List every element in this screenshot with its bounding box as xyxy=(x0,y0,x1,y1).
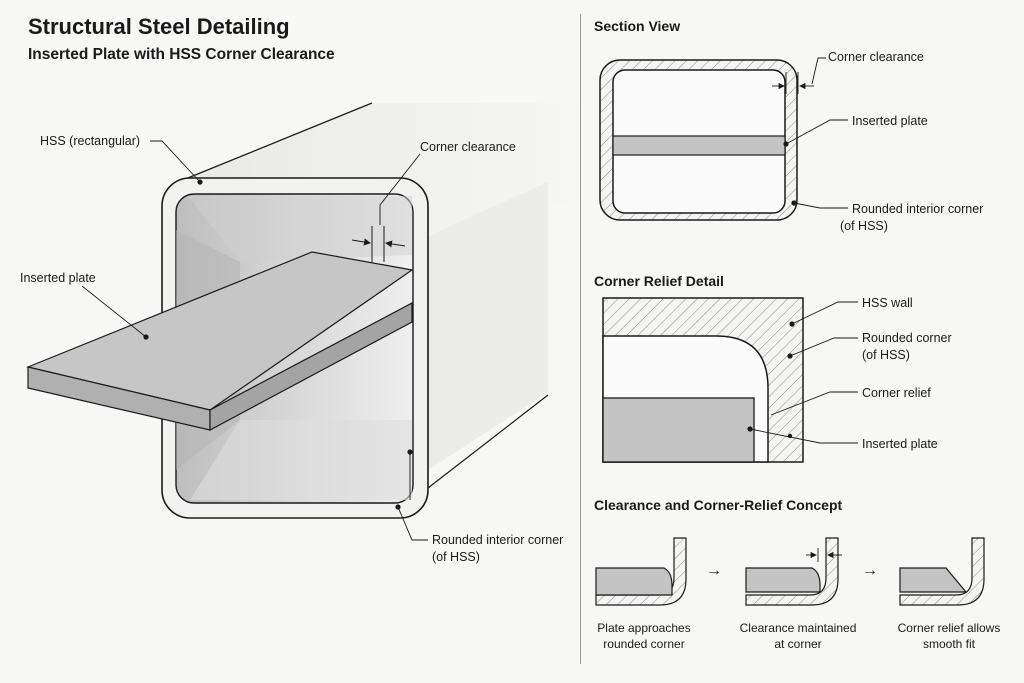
concept-step-2 xyxy=(745,537,842,606)
page-subtitle: Inserted Plate with HSS Corner Clearance xyxy=(28,46,335,63)
concept-arrow-1: → xyxy=(706,562,722,579)
section-label-rounded-corner-line2: (of HSS) xyxy=(840,219,888,233)
main-leaders xyxy=(81,140,428,541)
concept-caption-1: Plate approaches rounded corner xyxy=(569,620,719,652)
section-view-drawing xyxy=(599,57,848,221)
section-label-inserted-plate: Inserted plate xyxy=(852,114,928,128)
concept-caption-1-line2: rounded corner xyxy=(603,637,685,651)
inserted-plate xyxy=(26,251,414,432)
concept-caption-3: Corner relief allows smooth fit xyxy=(874,620,1024,652)
concept-caption-3-line1: Corner relief allows xyxy=(897,621,1001,635)
relief-label-corner-relief: Corner relief xyxy=(862,386,931,400)
section-label-rounded-corner-line1: Rounded interior corner xyxy=(852,202,984,216)
label-rounded-corner-line1: Rounded interior corner xyxy=(432,533,564,547)
main-leader-dots xyxy=(143,179,413,510)
label-rounded-corner-line2: (of HSS) xyxy=(432,550,480,564)
label-inserted-plate: Inserted plate xyxy=(20,271,96,285)
relief-label-inserted-plate: Inserted plate xyxy=(862,437,938,451)
concept-step-3 xyxy=(899,537,985,606)
corner-relief-drawing xyxy=(602,297,858,463)
page-title: Structural Steel Detailing xyxy=(28,14,290,39)
relief-label-rounded-corner-line1: Rounded corner xyxy=(862,331,952,345)
concept-caption-1-line1: Plate approaches xyxy=(597,621,691,635)
concept-caption-2: Clearance maintained at corner xyxy=(723,620,873,652)
panel-divider xyxy=(580,14,581,664)
relief-label-hss-wall: HSS wall xyxy=(862,296,913,310)
label-corner-clearance: Corner clearance xyxy=(420,140,516,154)
concept-heading: Clearance and Corner-Relief Concept xyxy=(594,497,843,513)
label-hss: HSS (rectangular) xyxy=(40,134,141,148)
concept-caption-2-line2: at corner xyxy=(774,637,822,651)
corner-relief-heading: Corner Relief Detail xyxy=(594,273,724,289)
main-clearance-marks xyxy=(351,226,406,262)
relief-label-rounded-corner-line2: (of HSS) xyxy=(862,348,910,362)
concept-caption-2-line1: Clearance maintained xyxy=(739,621,857,635)
section-view-heading: Section View xyxy=(594,18,681,34)
concept-caption-3-line2: smooth fit xyxy=(922,637,976,651)
concept-step-1 xyxy=(595,537,687,606)
concept-arrow-2: → xyxy=(862,562,878,579)
section-label-corner-clearance: Corner clearance xyxy=(828,50,924,64)
